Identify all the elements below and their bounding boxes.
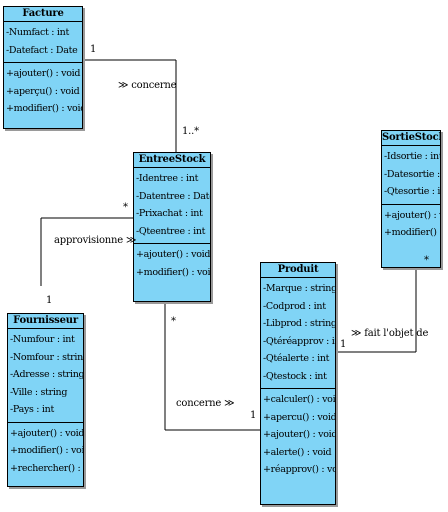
class-title: Fournisseur — [8, 314, 83, 329]
multiplicity-entree-stock: * — [123, 202, 128, 213]
operation: +modifier() : void — [6, 103, 83, 114]
association-label-fournisseur-entree: approvisionne ≫ — [54, 235, 137, 246]
class-fournisseur: Fournisseur -Numfour : int -Nomfour : st… — [7, 313, 84, 487]
class-title: Produit — [261, 263, 335, 278]
multiplicity-produit: 1 — [340, 339, 347, 350]
class-title: EntreeStock — [134, 153, 210, 168]
attribute: -Qtesortie : int — [384, 186, 441, 197]
association-label-entree-produit: concerne ≫ — [176, 398, 235, 409]
operations-section: +ajouter() : void +modifier() : void — [134, 244, 210, 284]
multiplicity-entree-stock: * — [171, 316, 176, 327]
attribute: -Qteentree : int — [136, 225, 206, 237]
multiplicity-facture: 1 — [90, 44, 97, 55]
attribute: -Ville : string — [10, 386, 68, 398]
operation: +apercu() : void — [263, 411, 336, 423]
operations-section: +ajouter() : void +modifier() : void +re… — [8, 423, 83, 481]
attribute: -Marque : string — [263, 283, 336, 294]
operations-section: +ajouter() : void +modifier() : void — [382, 205, 440, 245]
attribute: -Numfour : int — [10, 334, 75, 345]
association-label-produit-sortie: ≫ fait l'objet de — [351, 328, 429, 339]
class-sortie-stock: SortieStock -Idsortie : int -Datesortie … — [381, 130, 441, 268]
operation: +calculer() : void — [263, 394, 336, 405]
operation: +ajouter() : void — [263, 429, 336, 440]
class-entree-stock: EntreeStock -Identree : int -Datentree :… — [133, 152, 211, 302]
operation: +ajouter() : void — [10, 427, 84, 439]
operation: +ajouter() : void — [136, 249, 211, 260]
attribute: -Qtéalerte : int — [263, 353, 330, 364]
attributes-section: -Numfact : int -Datefact : Date — [4, 22, 82, 63]
multiplicity-entree-stock: 1..* — [182, 126, 199, 137]
operation: +aperçu() : void — [6, 85, 80, 97]
attribute: -Codprod : int — [263, 300, 326, 312]
attributes-section: -Marque : string -Codprod : int -Libprod… — [261, 278, 335, 389]
multiplicity-sortie-stock: * — [424, 255, 429, 266]
attribute: -Datentree : Date — [136, 190, 211, 202]
operation: +modifier() : void — [384, 227, 440, 238]
association-label-facture-entree: ≫ concerne — [118, 80, 177, 91]
attribute: -Pays : int — [10, 404, 54, 415]
operations-section: +ajouter() : void +aperçu() : void +modi… — [4, 63, 82, 121]
operation: +rechercher() : void — [10, 462, 83, 474]
operation: +modifier() : void — [10, 445, 84, 456]
attribute: -Identree : int — [136, 173, 199, 184]
class-title: SortieStock — [382, 131, 440, 146]
multiplicity-produit: 1 — [250, 410, 257, 421]
multiplicity-fournisseur: 1 — [46, 295, 53, 306]
attribute: -Qtéréapprov : int — [263, 335, 336, 347]
attribute: -Datefact : Date — [6, 44, 78, 56]
attribute: -Numfact : int — [6, 27, 69, 38]
operation: +modifier() : void — [136, 266, 211, 278]
class-facture: Facture -Numfact : int -Datefact : Date … — [3, 6, 83, 129]
class-title: Facture — [4, 7, 82, 22]
operation: +alerte() : void — [263, 446, 332, 458]
operation: +ajouter() : void — [384, 209, 440, 221]
attribute: -Libprod : string — [263, 318, 336, 329]
attribute: -Nomfour : string — [10, 351, 84, 363]
attributes-section: -Idsortie : int -Datesortie : Date -Qtes… — [382, 146, 440, 205]
attribute: -Idsortie : int — [384, 151, 441, 162]
attributes-section: -Numfour : int -Nomfour : string -Adress… — [8, 329, 83, 423]
operations-section: +calculer() : void +apercu() : void +ajo… — [261, 389, 335, 482]
attribute: -Datesortie : Date — [384, 168, 440, 180]
attribute: -Qtestock : int — [263, 370, 327, 382]
class-produit: Produit -Marque : string -Codprod : int … — [260, 262, 336, 505]
operation: +réapprov() : void — [263, 464, 335, 475]
attribute: -Prixachat : int — [136, 208, 203, 219]
attribute: -Adresse : string — [10, 369, 84, 380]
attributes-section: -Identree : int -Datentree : Date -Prixa… — [134, 168, 210, 244]
operation: +ajouter() : void — [6, 68, 81, 79]
